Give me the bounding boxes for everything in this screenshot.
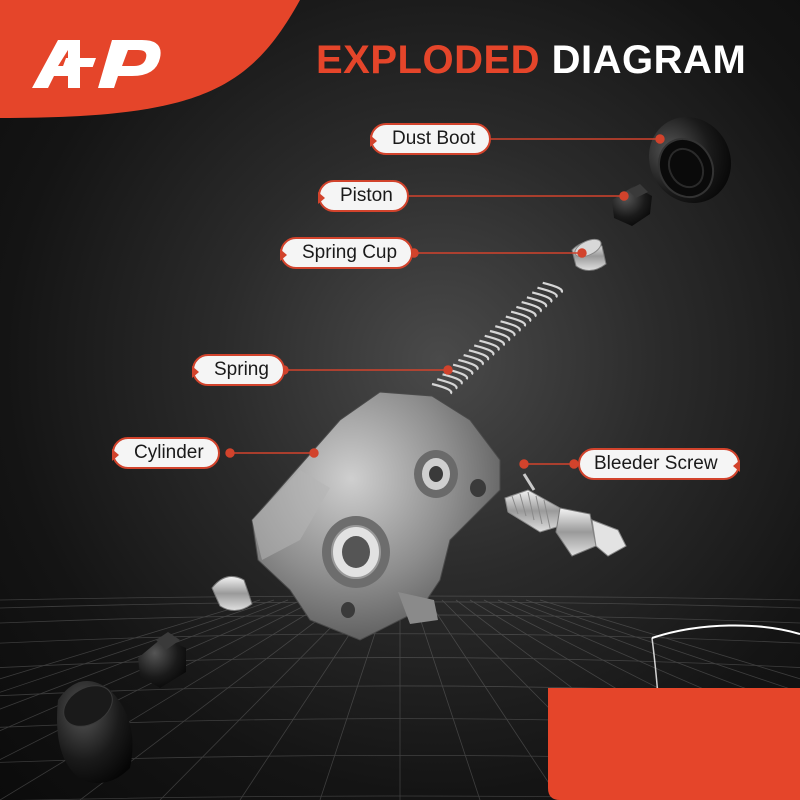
callout-label-spring-cup: Spring Cup — [302, 242, 398, 263]
callout-dust-boot: Dust Boot — [370, 123, 492, 155]
spring-coil-turn — [505, 315, 527, 327]
callout-spring-cup: Spring Cup — [280, 237, 414, 269]
callout-notch — [370, 135, 377, 147]
callout-piston: Piston — [318, 180, 409, 212]
spring-coil-turn — [468, 349, 490, 361]
grid-line — [319, 599, 387, 800]
bleeder-screw-part — [504, 473, 627, 557]
grid-line — [413, 599, 481, 800]
grid-line — [539, 599, 800, 680]
grid-line — [525, 599, 800, 693]
grid-line — [427, 599, 561, 800]
callout-label-spring: Spring — [214, 359, 269, 380]
grid-line — [0, 599, 289, 710]
spring-coil-turn — [531, 291, 553, 303]
lower-piston-part — [138, 632, 186, 688]
callout-notch — [318, 192, 325, 204]
grid-line — [0, 599, 275, 693]
callout-notch — [280, 249, 287, 261]
spring-part — [431, 281, 564, 395]
spring-coil-turn — [479, 339, 500, 352]
callout-notch — [192, 366, 199, 378]
callout-label-piston: Piston — [340, 185, 393, 206]
spring-coil-turn — [537, 286, 558, 299]
grid-line — [0, 633, 800, 644]
callout-bleeder-screw: Bleeder Screw — [578, 448, 740, 480]
spring-coil-turn — [542, 281, 564, 294]
spring-coil-turn — [510, 310, 532, 323]
title-rest-word: DIAGRAM — [551, 38, 747, 82]
lower-spring-cup-part — [211, 575, 253, 611]
spring-coil-turn — [452, 363, 474, 376]
spring-coil-turn — [431, 382, 453, 395]
grid-line — [0, 657, 800, 668]
callout-label-dust-boot: Dust Boot — [392, 128, 476, 149]
callout-label-cylinder: Cylinder — [134, 442, 204, 463]
diagram-title: EXPLODED DIAGRAM — [316, 38, 746, 83]
spring-coil-turn — [437, 378, 458, 390]
spring-coil-turn — [442, 373, 463, 385]
callout-notch — [732, 460, 740, 472]
spring-coil-turn — [521, 301, 542, 313]
callout-spring: Spring — [192, 354, 285, 386]
callout-label-bleeder-screw: Bleeder Screw — [594, 453, 718, 474]
spring-coil-turn — [526, 296, 548, 308]
spring-coil-turn — [484, 334, 506, 347]
spring-coil-turn — [516, 305, 537, 318]
spring-coil-turn — [500, 320, 521, 332]
grid-line — [159, 599, 359, 800]
spring-coil-turn — [489, 329, 511, 342]
grid-line — [0, 599, 331, 800]
brand-logo — [32, 40, 161, 88]
callout-cylinder: Cylinder — [112, 437, 220, 469]
grid-line — [0, 599, 261, 680]
spring-coil-turn — [473, 344, 495, 356]
callout-notch — [112, 449, 119, 461]
spring-coil-turn — [463, 354, 484, 366]
spring-coil-turn — [458, 358, 479, 371]
title-accent-word: EXPLODED — [316, 38, 541, 82]
lower-dust-boot-part — [57, 681, 133, 784]
spring-coil-turn — [495, 325, 516, 337]
dust-boot-part — [648, 116, 732, 204]
